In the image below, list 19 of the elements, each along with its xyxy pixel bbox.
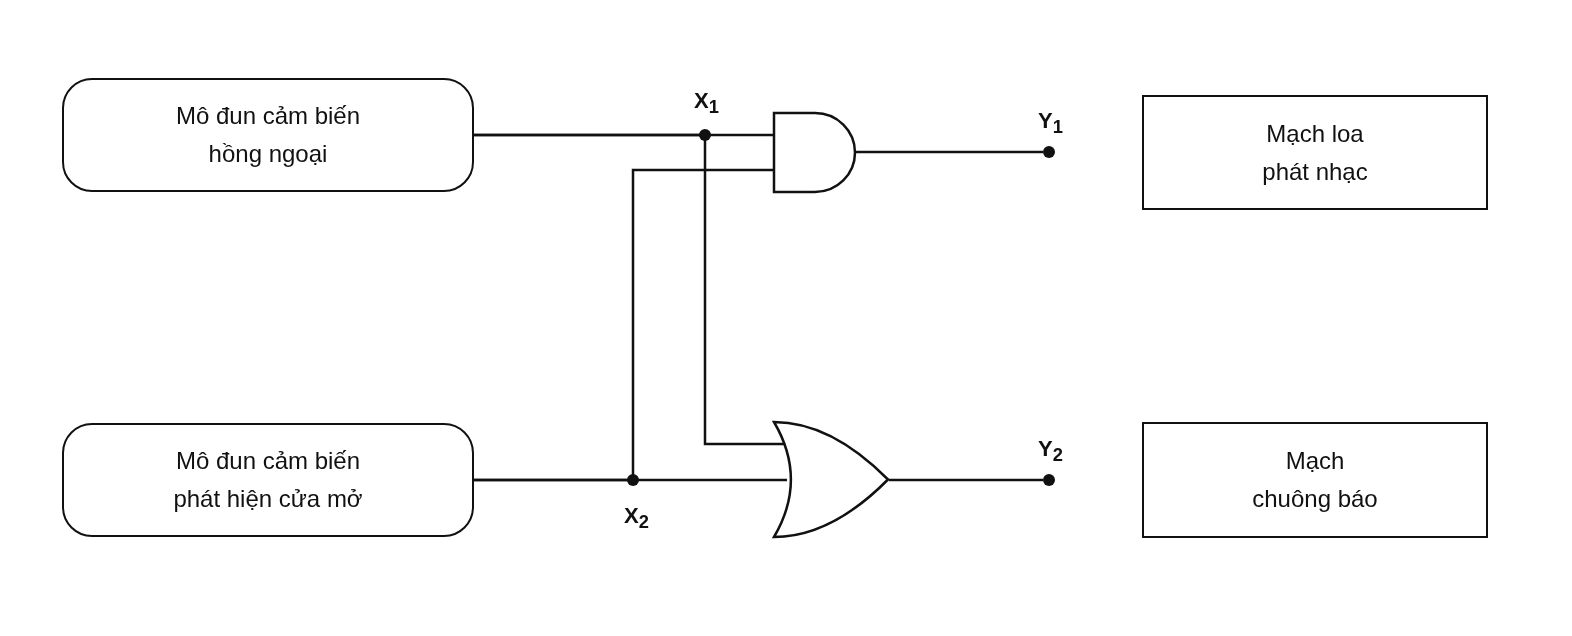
terminal-label: Y$_{2}$: [1038, 436, 1063, 467]
terminal-dot: [1043, 146, 1055, 158]
and-gate-symbol: [773, 112, 855, 193]
terminal-dot: [1043, 474, 1055, 486]
wire: [855, 150, 1043, 154]
or-gate-symbol: [773, 421, 889, 538]
junction-label: X$_{2}$: [624, 503, 649, 534]
node-text: Mạch chuông báo: [1251, 446, 1379, 514]
wire: [889, 478, 1043, 482]
circuit-box: [1142, 422, 1488, 538]
node-text: Mô đun cảm biến phát hiện cửa mở: [172, 446, 364, 514]
terminal-label: Y$_{1}$: [1038, 108, 1063, 139]
node-text: Mạch loa phát nhạc: [1261, 118, 1369, 187]
junction-label: X$_{1}$: [694, 88, 719, 119]
sensor-module-box: [62, 78, 474, 192]
sensor-module-box: [62, 423, 474, 537]
wire: [474, 168, 773, 482]
node-text: Mô đun cảm biến hồng ngoại: [174, 101, 362, 169]
circuit-box: [1142, 95, 1488, 210]
